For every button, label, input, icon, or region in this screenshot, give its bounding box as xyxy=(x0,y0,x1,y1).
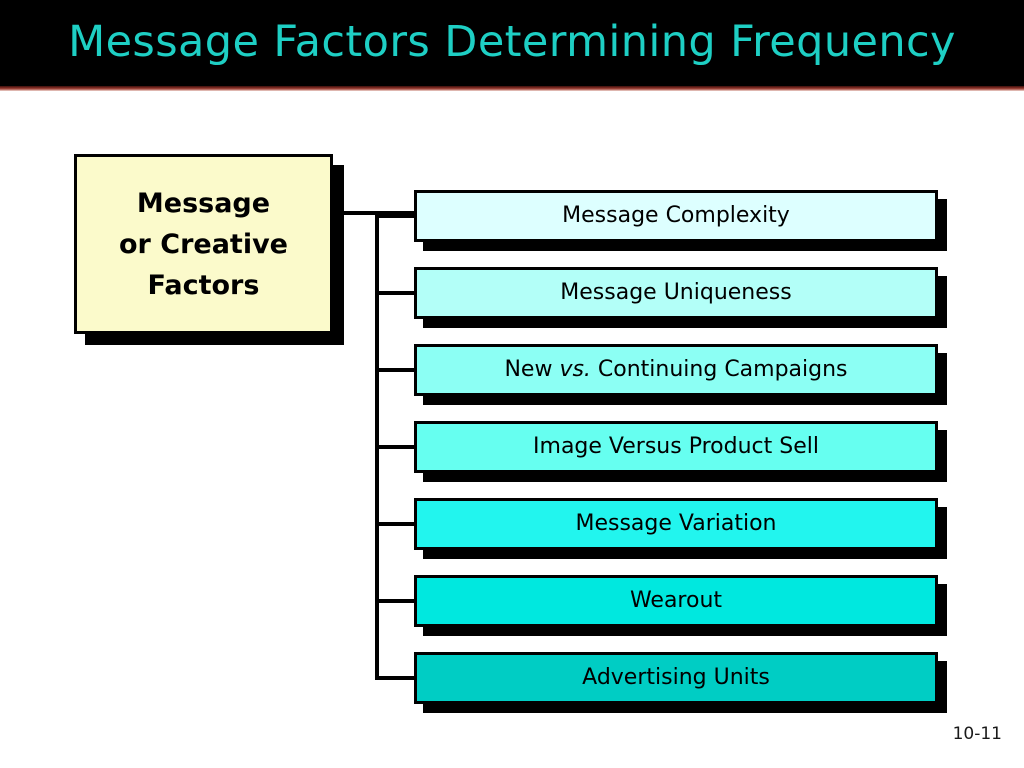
child-node-label: New vs. Continuing Campaigns xyxy=(504,357,848,382)
connector-stub-4 xyxy=(375,445,415,449)
child-node-message-uniqueness[interactable]: Message Uniqueness xyxy=(414,267,938,319)
title-bar-divider-rule xyxy=(0,86,1024,91)
slide-page-number: 10-11 xyxy=(952,724,1002,744)
connector-stub-3 xyxy=(375,368,415,372)
child-node-label: Message Complexity xyxy=(562,203,790,228)
child-node-label: Message Variation xyxy=(575,511,777,536)
root-node-message-or-creative-factors[interactable]: Message or Creative Factors xyxy=(74,154,333,334)
connector-stub-6 xyxy=(375,599,415,603)
connector-stub-5 xyxy=(375,522,415,526)
connector-stub-1 xyxy=(375,214,415,218)
child-node-message-variation[interactable]: Message Variation xyxy=(414,498,938,550)
child-node-new-vs-continuing-campaigns[interactable]: New vs. Continuing Campaigns xyxy=(414,344,938,396)
child-node-label: Wearout xyxy=(629,588,723,613)
connector-root-horizontal xyxy=(333,211,415,215)
child-node-image-versus-product-sell[interactable]: Image Versus Product Sell xyxy=(414,421,938,473)
message-factors-diagram: Message or Creative Factors Message Comp… xyxy=(0,91,1024,768)
connector-stub-7 xyxy=(375,676,415,680)
connector-vertical-spine xyxy=(375,211,379,678)
child-node-advertising-units[interactable]: Advertising Units xyxy=(414,652,938,704)
page-title: Message Factors Determining Frequency xyxy=(68,17,956,67)
child-node-message-complexity[interactable]: Message Complexity xyxy=(414,190,938,242)
child-node-label: Message Uniqueness xyxy=(560,280,792,305)
connector-stub-2 xyxy=(375,291,415,295)
root-node-label: Message or Creative Factors xyxy=(118,187,288,301)
title-bar-background xyxy=(0,0,1024,86)
child-node-label: Image Versus Product Sell xyxy=(533,434,819,459)
child-node-label: Advertising Units xyxy=(582,665,770,690)
child-node-wearout[interactable]: Wearout xyxy=(414,575,938,627)
